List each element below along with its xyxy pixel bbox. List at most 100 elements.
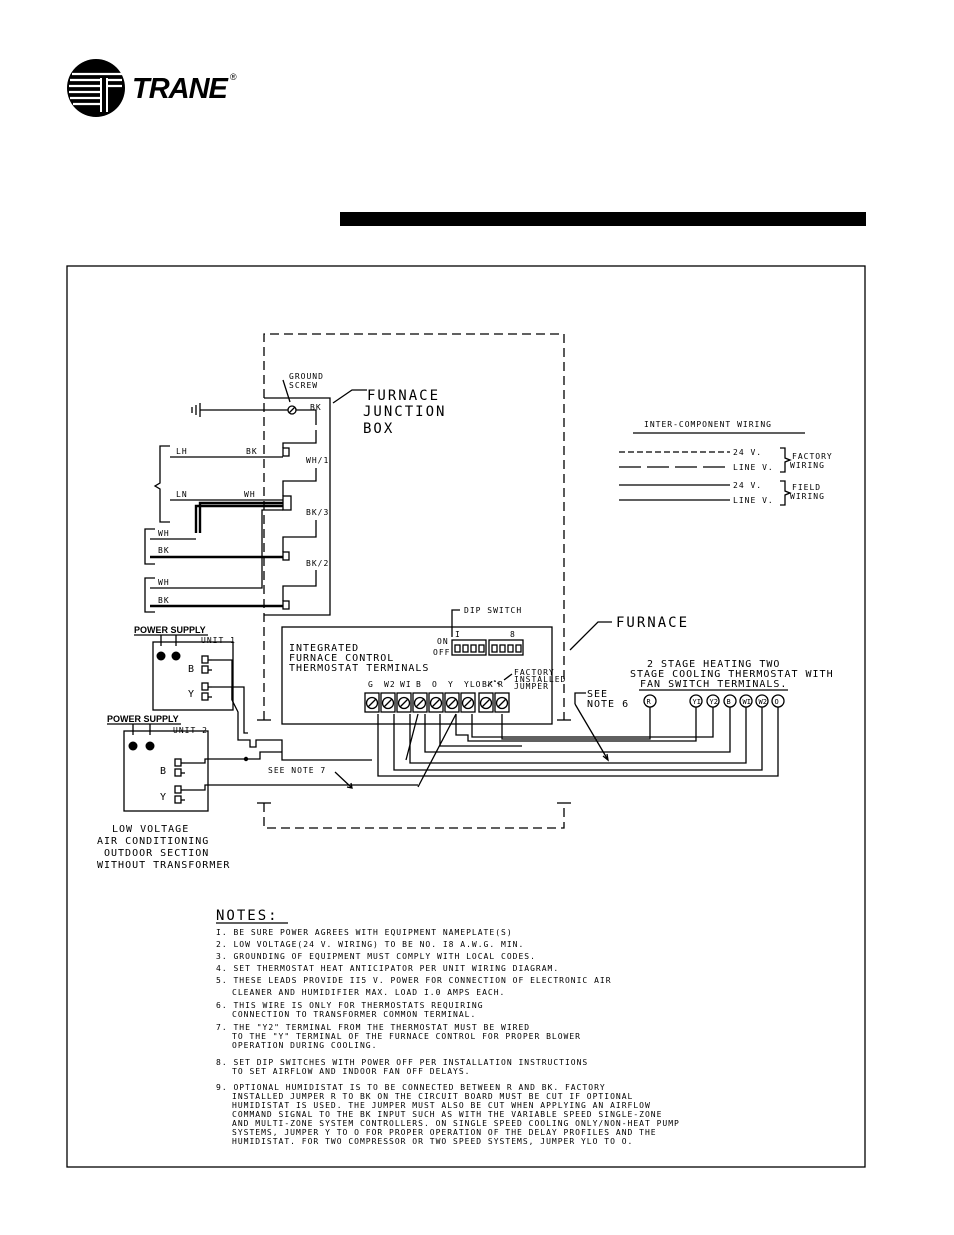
screw-icon [461,696,475,710]
dip-slot[interactable] [499,644,506,653]
header-rule [340,212,866,226]
legend-field-line-label: LINE V. [733,496,774,505]
brand-mark: ® [230,72,237,82]
note-line: HUMIDISTAT IS USED. THE JUMPER MUST ALSO… [232,1101,651,1110]
lowv-3: OUTDOOR SECTION [104,848,209,859]
ifc-terminal-label: BK [482,680,494,689]
ifc-terminal-label: O [432,680,438,689]
trane-logo: TRANE ® [67,59,237,117]
ifc-terminal-label: Y [448,680,454,689]
unit2-l1-icon [128,741,138,751]
unit1-label: UNIT 1 [201,636,236,645]
ifc-terminal [428,692,444,713]
note-line: HUMIDISTAT. FOR TWO COMPRESSOR OR TWO SP… [232,1137,633,1146]
ifc-terminal [444,692,460,713]
unit2-y-label: Y [160,792,167,803]
legend-factory-1: FACTORY [792,452,833,461]
legend-field-24v-label: 24 V. [733,481,762,490]
legend-field-1: FIELD [792,483,821,492]
ifc-terminal-label: WI [400,680,412,689]
jb-term-bk2: BK/2 [306,559,329,568]
note-line: 2. LOW VOLTAGE(24 V. WIRING) TO BE NO. I… [216,940,524,949]
note-line: 7. THE "Y2" TERMINAL FROM THE THERMOSTAT… [216,1023,530,1032]
acc2-bk-label: BK [158,596,170,605]
note-line: SYSTEMS, JUMPER Y TO O FOR PROPER OPERAT… [232,1128,657,1137]
ln-wh-label: WH [244,490,256,499]
legend-title: INTER-COMPONENT WIRING [644,420,772,429]
note-line: 8. SET DIP SWITCHES WITH POWER OFF PER I… [216,1058,588,1067]
notes-block: NOTES: I. BE SURE POWER AGREES WITH EQUI… [216,908,679,1146]
unit2-l2-icon [145,741,155,751]
outdoor-unit-1: POWER SUPPLY UNIT 1 B Y [134,625,372,761]
line-voltage-leads: LH BK LN WH WH BK WH BK [144,445,283,613]
ground-label-2: SCREW [289,381,318,390]
dip-switch-bank-2[interactable] [488,639,524,656]
ifc-terminal [412,692,428,713]
dip-slot[interactable] [478,644,485,653]
junction-box: FURNACE JUNCTION BOX GROUND SCREW BK WH/… [191,372,444,616]
ifc-terminal [494,692,510,713]
ifc-label-1: INTEGRATED [289,643,359,654]
ifc-terminal-label: R [498,680,504,689]
ln-label: LN [176,490,188,499]
note-line: 4. SET THERMOSTAT HEAT ANTICIPATOR PER U… [216,964,559,973]
screw-icon [397,696,411,710]
screw-icon [413,696,427,710]
note-line: 9. OPTIONAL HUMIDISTAT IS TO BE CONNECTE… [216,1083,606,1092]
dip-slot[interactable] [462,644,469,653]
jb-terminal-1 [282,430,317,457]
jb-title-3: BOX [363,421,394,437]
ifc-terminal [460,692,476,713]
ifc-terminal-label: YLO [464,680,481,689]
note-line: COMMAND SIGNAL TO THE BK INPUT SUCH AS W… [232,1110,662,1119]
jb-terminal-2 [282,476,317,511]
lh-bk-label: BK [246,447,258,456]
acc1-bk-label: BK [158,546,170,555]
jumper-label-3: JUMPER [514,682,549,691]
lh-label: LH [176,447,188,456]
ps1-label: POWER SUPPLY [134,625,206,635]
ifc-terminal [364,692,380,713]
dip-slot[interactable] [491,644,498,653]
unit1-l1-icon [156,651,166,661]
furnace-outline [257,333,571,829]
ground-symbol-icon [191,403,201,417]
dip-slot[interactable] [470,644,477,653]
tstat-terminal-label: R [647,698,652,706]
jb-terminal-3 [282,530,317,561]
ifc-terminal [380,692,396,713]
jumper-label-1: FACTORY [514,668,555,677]
unit1-l2-icon [171,651,181,661]
legend-factory-line-label: LINE V. [733,463,774,472]
dip-slot[interactable] [515,644,522,653]
wiring-legend: INTER-COMPONENT WIRING 24 V. LINE V. FAC… [619,420,833,506]
jb-term-bk: BK [310,403,322,412]
dip-bank2-label: 8 [510,630,516,639]
thermostat-wiring [377,707,779,788]
tstat-terminal-label: Y2 [710,698,718,706]
tstat-terminal-label: B [727,698,731,706]
thermostat: 2 STAGE HEATING TWO STAGE COOLING THERMO… [574,659,833,762]
screw-icon [445,696,459,710]
jb-term-bk3: BK/3 [306,508,329,517]
ifc-terminal-label: B [416,680,422,689]
furnace-label: FURNACE [616,615,689,631]
tstat-terminal-label: YI [693,698,701,706]
screw-icon [429,696,443,710]
ifc-label-3: THERMOSTAT TERMINALS [289,663,429,674]
dip-slot[interactable] [507,644,514,653]
dip-slot[interactable] [454,644,461,653]
jb-term-wh1: WH/1 [306,456,329,465]
screw-icon [381,696,395,710]
note-line: 5. THESE LEADS PROVIDE II5 V. POWER FOR … [216,976,612,985]
outdoor-unit-2: POWER SUPPLY UNIT 2 B Y SEE NOTE 7 LOW V… [97,714,418,871]
dip-bank1-label: I [455,630,461,639]
ifc-terminal [396,692,412,713]
legend-field-2: WIRING [790,492,825,501]
unit1-y-label: Y [188,689,195,700]
dip-switch-bank-1[interactable] [451,639,487,656]
unit2-label: UNIT 2 [173,726,208,735]
tstat-terminal-label: WI [743,698,751,706]
dip-off-label: OFF [433,648,450,657]
